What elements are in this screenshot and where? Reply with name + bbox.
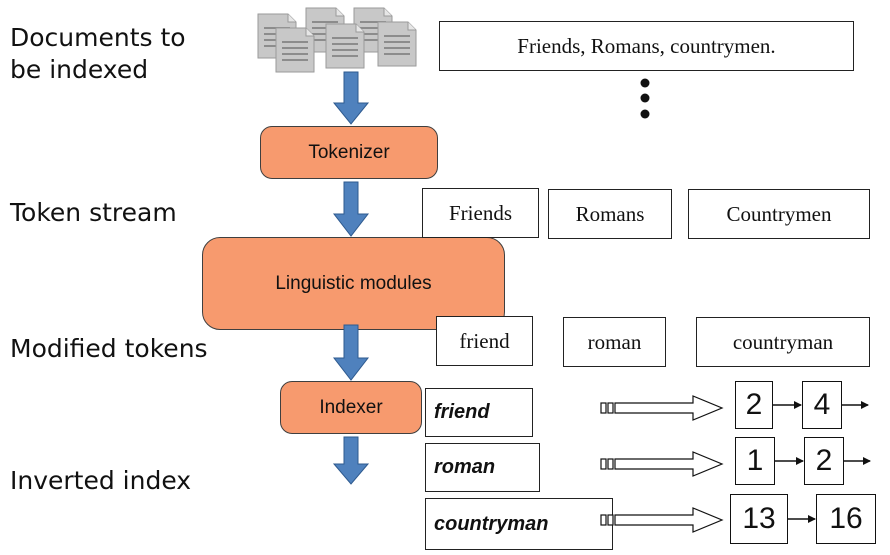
- flow-arrow-down-icon: [332, 324, 370, 381]
- token-box: Friends: [422, 188, 539, 238]
- posting-box: 4: [802, 381, 842, 429]
- modified-tokens-label: Modified tokens: [10, 334, 208, 363]
- modified-token-box: countryman: [696, 317, 870, 367]
- posting-box: 2: [735, 381, 773, 429]
- dictionary-term: friend: [425, 388, 533, 437]
- documents-label: Documents to be indexed: [10, 23, 186, 84]
- posting-box: 1: [735, 437, 775, 485]
- indexer-module: Indexer: [280, 381, 422, 434]
- flow-arrow-down-icon: [332, 181, 370, 237]
- posting-box: 13: [730, 494, 788, 544]
- dictionary-term: roman: [425, 443, 540, 492]
- token-stream-label: Token stream: [10, 198, 177, 227]
- pointer-arrow-icon: [600, 451, 724, 477]
- document-text-box: Friends, Romans, countrymen.: [439, 21, 854, 71]
- dictionary-term: countryman: [425, 498, 613, 550]
- inverted-index-label: Inverted index: [10, 466, 192, 495]
- token-box: Romans: [548, 189, 672, 239]
- ellipsis-dots-icon: [640, 78, 650, 119]
- tokenizer-module: Tokenizer: [260, 126, 438, 179]
- modified-token-box: friend: [436, 316, 533, 366]
- posting-box: 2: [804, 437, 844, 485]
- pointer-arrow-icon: [600, 395, 724, 421]
- posting-box: 16: [816, 494, 876, 544]
- token-box: Countrymen: [688, 189, 870, 239]
- modified-token-box: roman: [563, 317, 666, 367]
- flow-arrow-down-icon: [332, 436, 370, 485]
- flow-arrow-down-icon: [332, 71, 370, 125]
- pointer-arrow-icon: [600, 507, 724, 533]
- linguistic-modules-box: Linguistic modules: [202, 237, 505, 330]
